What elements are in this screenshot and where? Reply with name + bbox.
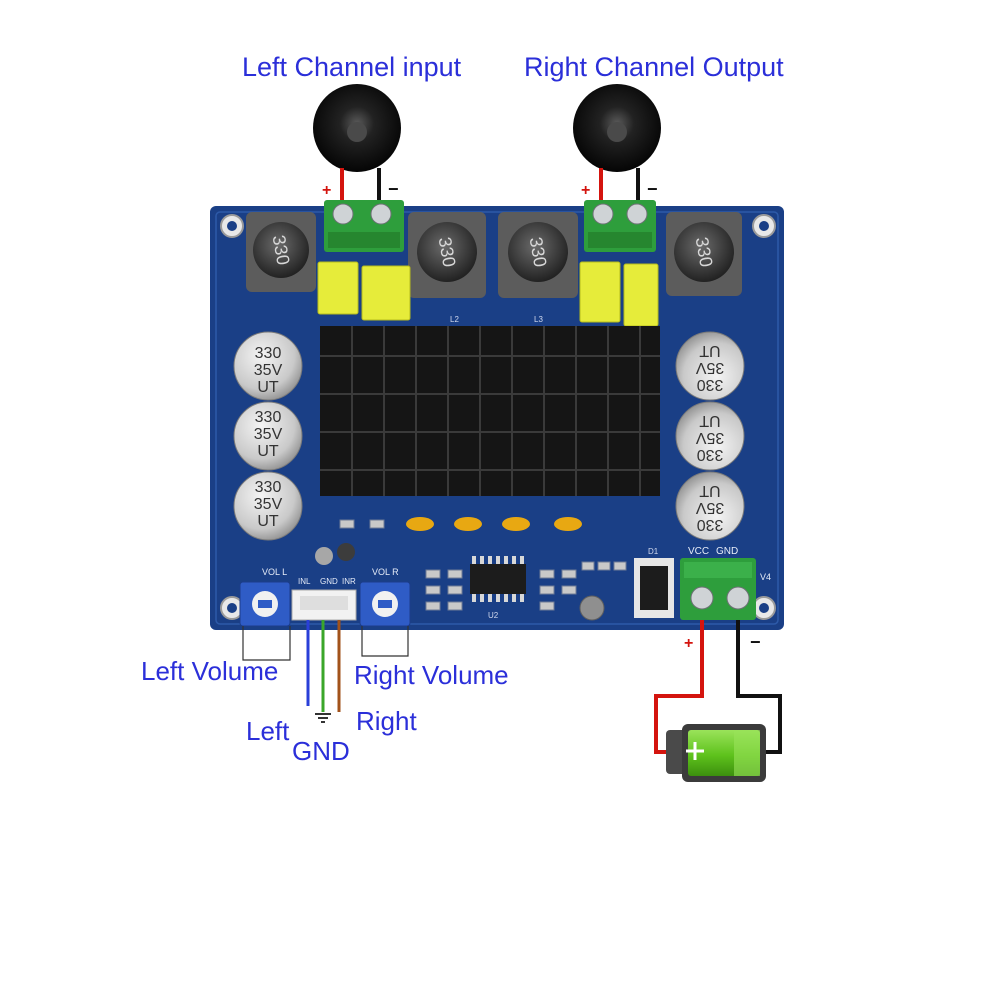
svg-text:35V: 35V — [254, 362, 283, 379]
power-wire-red — [654, 620, 704, 754]
svg-text:VOL L: VOL L — [262, 567, 287, 577]
diode — [634, 558, 674, 618]
input-wires — [306, 620, 341, 723]
heatsink — [320, 326, 660, 496]
svg-text:UT: UT — [257, 513, 279, 530]
right-out-minus: − — [647, 179, 658, 199]
input-connector — [291, 589, 357, 621]
left-speaker-icon — [313, 84, 401, 172]
right-speaker-icon — [573, 84, 661, 172]
svg-text:UT: UT — [699, 482, 721, 499]
svg-text:330: 330 — [255, 409, 282, 426]
svg-text:330: 330 — [697, 516, 724, 533]
gnd-wire-label: GND — [292, 736, 350, 766]
right-channel-label: Right Channel Output — [524, 52, 784, 82]
svg-text:INL: INL — [298, 577, 311, 586]
capacitor-right-3: 330 35V UT — [675, 471, 745, 541]
capacitor-left-1: 330 35V UT — [233, 331, 303, 401]
left-channel-label: Left Channel input — [242, 52, 462, 82]
left-out-plus: + — [322, 182, 331, 199]
svg-text:L3: L3 — [534, 315, 543, 324]
capacitor-left-3: 330 35V UT — [233, 471, 303, 541]
svg-text:35V: 35V — [695, 429, 724, 446]
right-wire-label: Right — [356, 706, 417, 736]
capacitor-right-1: 330 35V UT — [675, 331, 745, 401]
svg-text:INR: INR — [342, 577, 356, 586]
svg-text:330: 330 — [255, 479, 282, 496]
left-out-minus: − — [388, 179, 399, 199]
small-electrolytic — [579, 595, 605, 621]
svg-text:330: 330 — [697, 376, 724, 393]
inductor-1: 330 — [246, 212, 316, 292]
svg-text:GND: GND — [320, 577, 338, 586]
right-volume-label: Right Volume — [354, 660, 509, 690]
svg-text:UT: UT — [257, 379, 279, 396]
svg-text:V4: V4 — [760, 572, 771, 582]
capacitor-right-2: 330 35V UT — [675, 401, 745, 471]
right-out-plus: + — [581, 182, 590, 199]
svg-text:GND: GND — [716, 546, 738, 557]
power-wire-black — [736, 620, 782, 754]
svg-text:35V: 35V — [695, 359, 724, 376]
svg-text:D1: D1 — [648, 547, 659, 556]
power-terminal — [680, 558, 756, 620]
svg-text:UT: UT — [257, 443, 279, 460]
inductor-3: 330 — [498, 212, 578, 298]
smd-parts — [339, 519, 627, 611]
left-speaker-terminal — [324, 200, 404, 252]
capacitor-left-2: 330 35V UT — [233, 401, 303, 471]
film-capacitors — [317, 261, 659, 327]
left-volume-label: Left Volume — [141, 656, 279, 686]
svg-text:UT: UT — [699, 412, 721, 429]
svg-text:330: 330 — [255, 345, 282, 362]
small-capacitors-input — [315, 543, 355, 565]
svg-text:L2: L2 — [450, 315, 459, 324]
small-capacitors — [406, 517, 582, 531]
inductor-4: 330 — [666, 212, 742, 296]
power-plus: + — [684, 635, 693, 652]
left-volume-pot — [239, 581, 291, 627]
right-volume-pot — [359, 581, 411, 627]
svg-text:35V: 35V — [254, 426, 283, 443]
svg-text:VCC: VCC — [688, 546, 709, 557]
power-minus: − — [750, 632, 761, 652]
battery-icon — [666, 724, 766, 782]
right-speaker-terminal — [584, 200, 656, 252]
ic-chip — [470, 556, 526, 602]
svg-text:35V: 35V — [695, 499, 724, 516]
svg-text:330: 330 — [697, 446, 724, 463]
svg-text:35V: 35V — [254, 496, 283, 513]
left-wire-label: Left — [246, 716, 290, 746]
inductor-2: 330 — [408, 212, 486, 298]
svg-text:UT: UT — [699, 342, 721, 359]
svg-text:VOL R: VOL R — [372, 567, 399, 577]
svg-text:U2: U2 — [488, 611, 499, 620]
